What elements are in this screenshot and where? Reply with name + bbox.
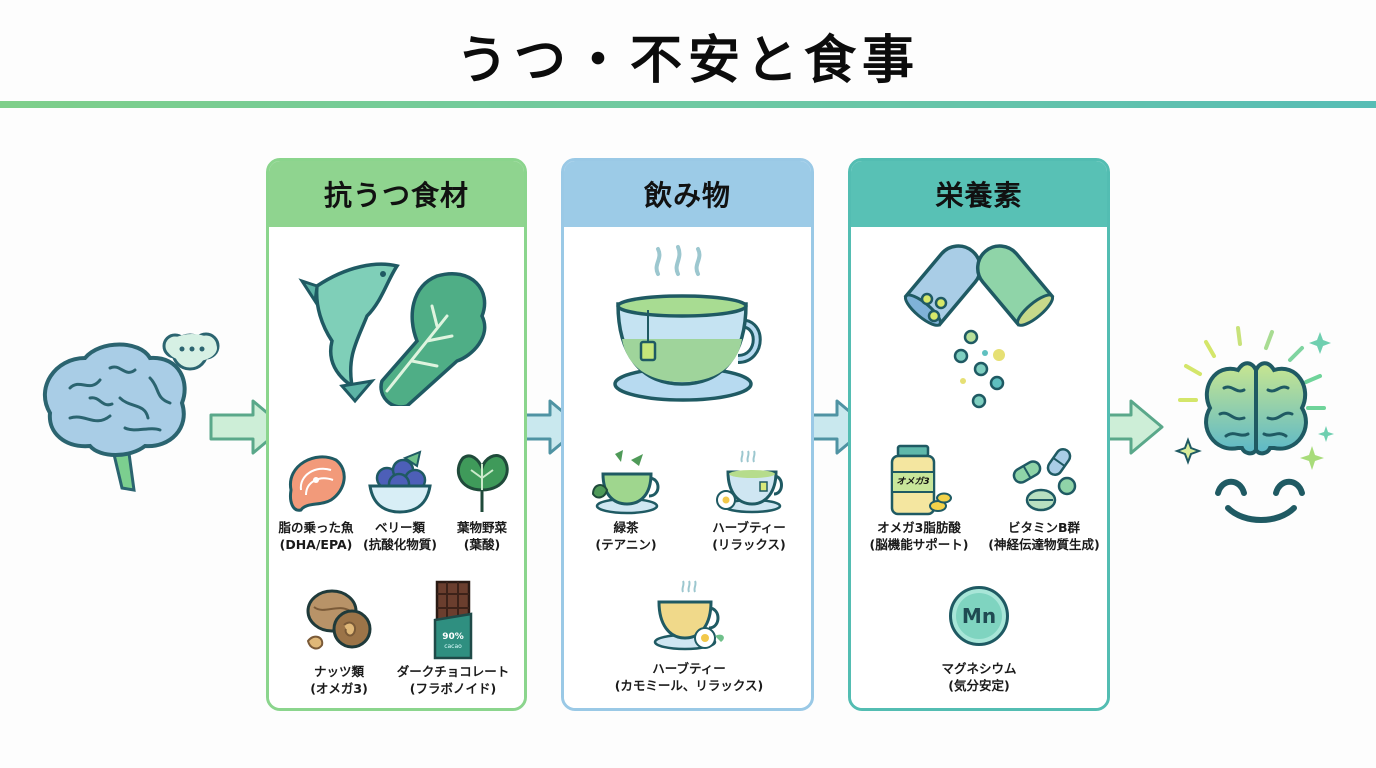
item-name: マグネシウム bbox=[941, 661, 1017, 676]
panel-header: 抗うつ食材 bbox=[269, 161, 524, 227]
item-name: ハーブティー bbox=[712, 520, 786, 535]
blueberry-bowl-icon bbox=[359, 447, 441, 519]
item-note: (DHA/EPA) bbox=[279, 537, 353, 552]
omega3-bottle-icon: オメガ3 bbox=[857, 443, 981, 519]
fish-and-greens-icon bbox=[269, 241, 524, 411]
item-leafy-greens: 葉物野菜 (葉酸) bbox=[443, 447, 521, 553]
item-nuts: ナッツ類 (オメガ3) bbox=[289, 577, 389, 697]
item-herbal-tea: ハーブティー (リラックス) bbox=[694, 447, 804, 553]
item-name: ビタミンB群 bbox=[1007, 520, 1081, 535]
title-divider bbox=[0, 101, 1376, 108]
item-name: 脂の乗った魚 bbox=[278, 520, 354, 535]
page-title: うつ・不安と食事 bbox=[455, 31, 920, 91]
herbal-tea-icon bbox=[694, 447, 804, 519]
item-name: 緑茶 bbox=[613, 520, 639, 535]
item-note: (カモミール、リラックス) bbox=[614, 678, 764, 693]
item-name: 葉物野菜 bbox=[456, 520, 507, 535]
item-berries: ベリー類 (抗酸化物質) bbox=[359, 447, 441, 553]
chamomile-tea-icon bbox=[584, 572, 794, 660]
item-chamomile-tea: ハーブティー (カモミール、リラックス) bbox=[584, 572, 794, 694]
salmon-icon bbox=[275, 447, 357, 519]
item-note: (抗酸化物質) bbox=[363, 537, 437, 552]
panel-drinks: 飲み物 bbox=[561, 158, 814, 711]
panel-antidepressant-foods: 抗うつ食材 脂の乗った魚 (DHA/EPA) bbox=[266, 158, 527, 711]
item-name: ハーブティー bbox=[652, 661, 726, 676]
item-note: (オメガ3) bbox=[310, 681, 368, 696]
item-magnesium: Mn マグネシウム (気分安定) bbox=[891, 572, 1067, 694]
item-note: (気分安定) bbox=[948, 678, 1010, 693]
item-note: (脳機能サポート) bbox=[869, 537, 969, 552]
chocolate-package-text: 90% bbox=[442, 632, 464, 642]
green-tea-icon bbox=[576, 447, 676, 519]
open-capsule-icon bbox=[851, 241, 1107, 411]
item-note: (テアニン) bbox=[595, 537, 657, 552]
panel-header: 飲み物 bbox=[564, 161, 811, 227]
chocolate-package-sub: cacao bbox=[444, 643, 462, 650]
item-name: ベリー類 bbox=[374, 520, 425, 535]
item-note: (神経伝達物質生成) bbox=[988, 537, 1100, 552]
item-note: (葉酸) bbox=[463, 537, 501, 552]
item-name: ダークチョコレート bbox=[396, 664, 510, 679]
magnesium-coin-icon: Mn bbox=[891, 572, 1067, 660]
item-fatty-fish: 脂の乗った魚 (DHA/EPA) bbox=[275, 447, 357, 553]
panel-header: 栄養素 bbox=[851, 161, 1107, 227]
bottle-label: オメガ3 bbox=[896, 477, 930, 487]
spinach-icon bbox=[443, 447, 521, 519]
item-dark-chocolate: 90% cacao ダークチョコレート (フラボノイド) bbox=[387, 577, 519, 697]
panel-nutrients: 栄養素 bbox=[848, 158, 1110, 711]
anxious-brain-icon bbox=[30, 318, 220, 502]
vitamin-pills-icon bbox=[979, 443, 1107, 519]
item-vitamin-b: ビタミンB群 (神経伝達物質生成) bbox=[979, 443, 1107, 553]
happy-brain-icon bbox=[1160, 318, 1360, 532]
tea-cup-icon bbox=[564, 241, 811, 411]
thought-bubble-icon bbox=[160, 332, 220, 382]
item-omega3: オメガ3 オメガ3脂肪酸 (脳機能サポート) bbox=[857, 443, 981, 553]
item-green-tea: 緑茶 (テアニン) bbox=[576, 447, 676, 553]
walnut-icon bbox=[289, 577, 389, 663]
item-name: ナッツ類 bbox=[313, 664, 364, 679]
item-note: (リラックス) bbox=[712, 537, 786, 552]
chocolate-bar-icon: 90% cacao bbox=[387, 577, 519, 663]
item-note: (フラボノイド) bbox=[409, 681, 497, 696]
item-name: オメガ3脂肪酸 bbox=[877, 520, 961, 535]
magnesium-symbol: Mn bbox=[961, 604, 997, 628]
